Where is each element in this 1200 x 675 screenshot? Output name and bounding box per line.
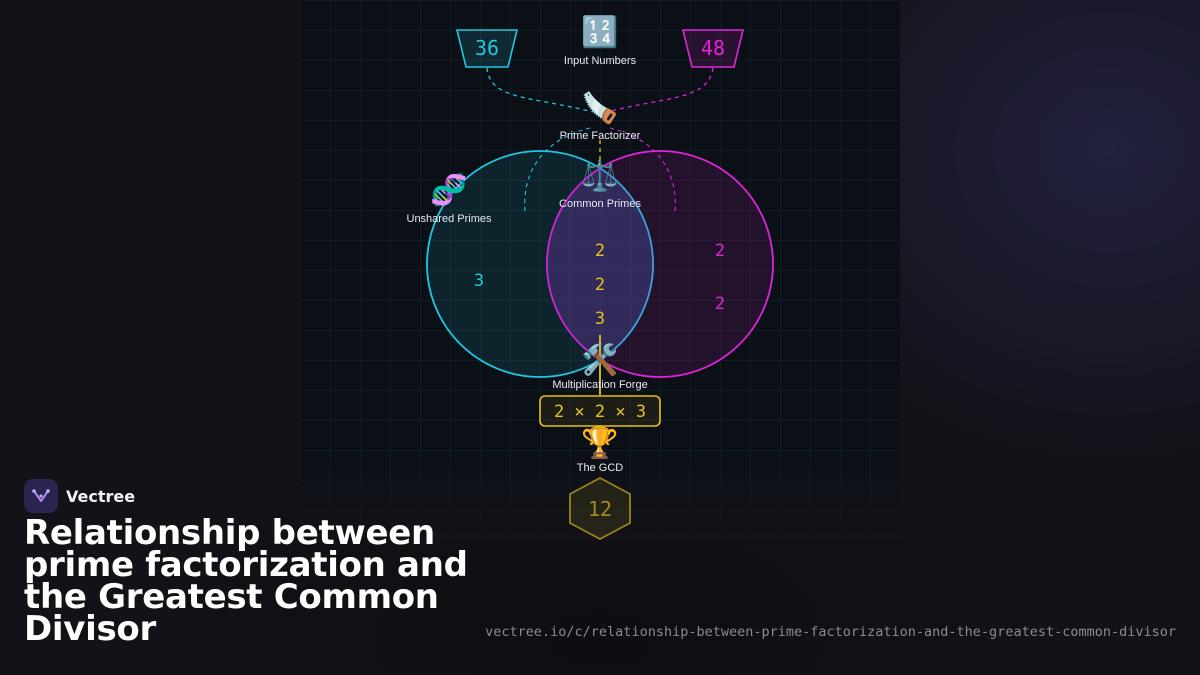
- shared-factor: 2: [595, 241, 605, 261]
- product-box: [539, 395, 661, 427]
- trophy-icon: 🏆: [581, 425, 618, 461]
- diagram-panel: [300, 0, 900, 540]
- unshared-primes-label: Unshared Primes: [407, 213, 492, 225]
- dna-icon: 🧬: [430, 171, 467, 208]
- forge-label: Multiplication Forge: [552, 379, 647, 391]
- connector-left-arc: [524, 127, 591, 213]
- input-box-36: [455, 29, 519, 68]
- scale-icon: ⚖️: [581, 158, 618, 194]
- factorizer-label: Prime Factorizer: [560, 130, 641, 142]
- venn-circle-36: [426, 150, 654, 378]
- brand-name: Vectree: [66, 486, 136, 506]
- shared-factor: 3: [595, 309, 605, 329]
- shared-factor: 2: [595, 275, 605, 295]
- page-url: vectree.io/c/relationship-between-prime-…: [485, 624, 1176, 640]
- venn-overlap: [547, 168, 653, 360]
- right-only-factor: 2: [715, 241, 725, 261]
- vectree-logo-icon: [24, 479, 58, 513]
- left-only-factor: 3: [474, 271, 484, 291]
- common-primes-label: Common Primes: [559, 198, 641, 210]
- page-title: Relationship between prime factorization…: [24, 513, 468, 649]
- gcd-result-value: 12: [588, 497, 612, 521]
- connector-b: [606, 67, 714, 113]
- input-value-48: 48: [701, 36, 725, 60]
- input-box-48: [681, 29, 745, 68]
- connector-a: [486, 67, 594, 113]
- saw-icon: 🪚: [581, 90, 618, 126]
- input-numbers-label: Input Numbers: [564, 55, 637, 67]
- input-numbers-icon: 🔢: [581, 14, 618, 50]
- right-only-factor: 2: [715, 294, 725, 314]
- connector-right-arc: [609, 127, 676, 213]
- venn-circle-48: [546, 150, 774, 378]
- product-expression: 2 × 2 × 3: [554, 402, 646, 422]
- tools-icon: 🛠️: [581, 341, 618, 378]
- gcd-label: The GCD: [577, 462, 624, 474]
- input-value-36: 36: [475, 36, 499, 60]
- gcd-result-hexagon: [569, 476, 631, 541]
- brand: Vectree: [24, 479, 135, 513]
